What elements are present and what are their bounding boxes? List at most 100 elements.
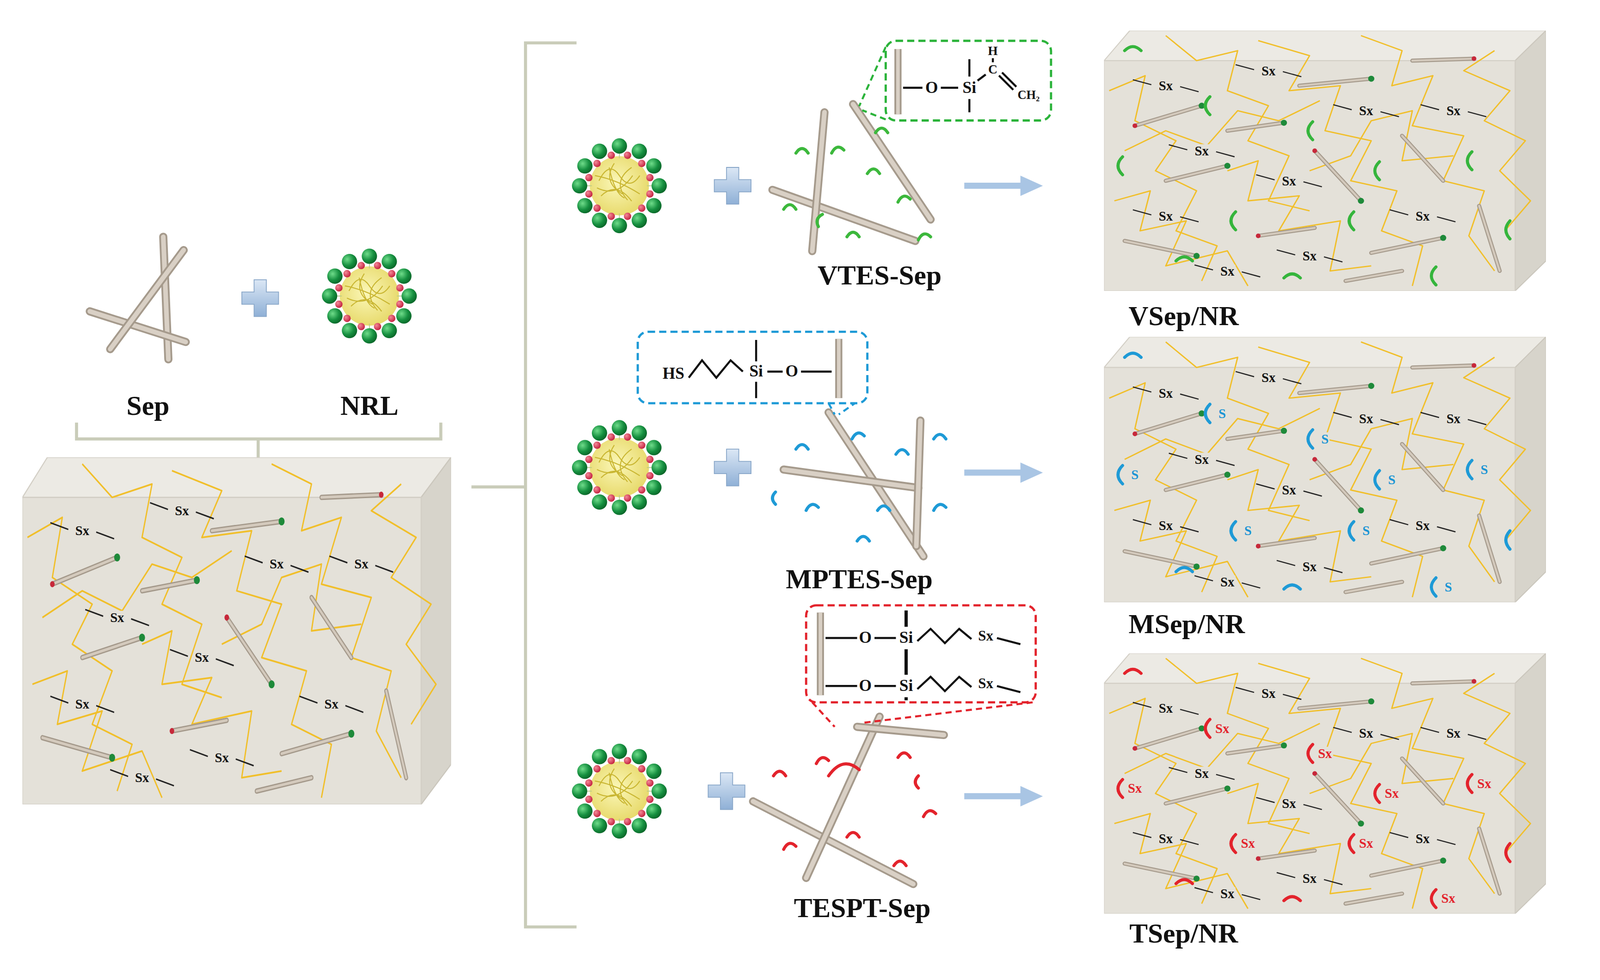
- silane-label: S: [1443, 579, 1453, 594]
- mptes-sepiolite: [857, 536, 870, 542]
- part-label: VTES-Sep: [817, 261, 942, 290]
- crosslink-label: Sx: [1219, 264, 1236, 278]
- sepiolite-fibers: [110, 250, 184, 350]
- callout-red: [812, 702, 835, 727]
- mptes-sepiolite: [783, 469, 919, 488]
- composite-block: SxSxSxSxSxSxSxSxSxSxSxSxSxSxSxSxSxSx: [1104, 652, 1546, 914]
- crosslink-label: Sx: [1280, 796, 1297, 811]
- mptes-sepiolite: [772, 412, 946, 557]
- sepiolite-fibers: [110, 250, 184, 350]
- callout-green: [894, 49, 902, 115]
- vtes-sepiolite: [772, 190, 916, 241]
- mptes-sepiolite: [795, 444, 808, 450]
- mptes-sepiolite: [916, 420, 921, 546]
- vtes-sepiolite: [918, 233, 931, 240]
- callout-red: [816, 612, 824, 696]
- callout-green: [968, 59, 971, 77]
- callout-blue: [767, 370, 783, 373]
- vtes-sepiolite: [817, 214, 823, 227]
- crosslink-label: Sx: [1260, 63, 1277, 78]
- crosslink-label: Sx: [1358, 726, 1374, 740]
- atom-label: Sx: [978, 628, 994, 643]
- crosslink-label: Sx: [1260, 686, 1277, 700]
- mptes-sepiolite: [933, 434, 946, 439]
- plus-sign: [714, 167, 751, 204]
- callout-blue: [828, 403, 835, 415]
- crosslink-label: Sx: [193, 650, 210, 665]
- callout-blue: [836, 338, 841, 399]
- crosslink-label: Sx: [1414, 831, 1431, 845]
- atom-label: Si: [899, 677, 913, 694]
- crosslink-label: Sx: [213, 750, 230, 764]
- arrow: [964, 175, 1043, 197]
- plus-sign: [714, 449, 751, 486]
- crosslink-label: Sx: [1358, 411, 1374, 425]
- callout-green: [968, 98, 971, 113]
- plus-sign: [241, 279, 279, 317]
- part-label: NRL: [340, 392, 399, 420]
- plus-sign: [707, 772, 745, 810]
- callout-green: [896, 49, 900, 115]
- atom-label: O: [858, 629, 872, 646]
- callout-blue: [688, 360, 743, 378]
- crosslink-label: Sx: [323, 697, 340, 711]
- tespt-sepiolite: [816, 757, 829, 764]
- callout-green: [1002, 72, 1017, 87]
- latex-particle: [572, 419, 667, 515]
- callout-red: [996, 685, 1021, 692]
- crosslink-label: Sx: [1157, 209, 1174, 223]
- vtes-sepiolite: [853, 104, 931, 220]
- callout-red: [825, 636, 857, 639]
- silane-label: Sx: [1239, 836, 1256, 850]
- mptes-sepiolite: [895, 449, 908, 455]
- part-label: TSep/NR: [1129, 919, 1238, 948]
- part-label: MSep/NR: [1128, 610, 1245, 639]
- tespt-sepiolite: [847, 832, 860, 837]
- arrow: [964, 786, 1043, 807]
- silane-marks: [1118, 46, 1511, 285]
- callout-blue: [800, 370, 832, 373]
- crosslink-label: Sx: [1358, 104, 1374, 118]
- tespt-sepiolite: [923, 810, 936, 817]
- part-label: Sep: [126, 392, 170, 420]
- vtes-sepiolite: [812, 112, 825, 252]
- sepiolite-fibers: [163, 236, 169, 360]
- crosslink-label: Sx: [1301, 871, 1318, 886]
- bracket: [76, 422, 441, 460]
- crosslink-label: Sx: [1414, 518, 1431, 533]
- tespt-sepiolite: [915, 775, 919, 788]
- vtes-sepiolite: [772, 190, 916, 241]
- crosslink-label: Sx: [1193, 452, 1210, 467]
- silane-label: Sx: [1214, 721, 1231, 735]
- callout-red: [904, 610, 908, 627]
- callout-red: [996, 638, 1021, 645]
- callout-red: [917, 676, 972, 691]
- tespt-sepiolite: [773, 771, 786, 776]
- mptes-sepiolite: [852, 432, 865, 439]
- vtes-sepiolite: [853, 104, 931, 220]
- vtes-sepiolite: [783, 204, 796, 210]
- callout-green: [941, 86, 959, 89]
- tespt-sepiolite: [857, 726, 945, 736]
- crosslink-label: Sx: [1445, 104, 1462, 118]
- vtes-sepiolite: [867, 168, 880, 174]
- tespt-sepiolite: [806, 716, 880, 879]
- silane-label: Sx: [1358, 836, 1374, 850]
- arrow: [964, 462, 1043, 483]
- callout-blue: [755, 339, 757, 362]
- callout-red: [874, 684, 896, 687]
- crosslink-label: Sx: [134, 770, 150, 785]
- atom-label: C: [988, 62, 998, 76]
- atom-label: HS: [662, 365, 685, 382]
- part-label: VSep/NR: [1128, 302, 1239, 331]
- callout-box: OSiHCCH₂: [885, 40, 1051, 121]
- vtes-sepiolite: [831, 147, 844, 154]
- silane-label: S: [1320, 432, 1330, 446]
- silane-label: S: [1217, 406, 1227, 420]
- crosslink-label: Sx: [1157, 386, 1174, 400]
- atom-label: CH₂: [1017, 88, 1040, 101]
- callout-red: [904, 649, 908, 675]
- crosslink-label: Sx: [1301, 559, 1318, 573]
- atom-label: Si: [899, 629, 913, 646]
- callout-red: [806, 605, 1036, 727]
